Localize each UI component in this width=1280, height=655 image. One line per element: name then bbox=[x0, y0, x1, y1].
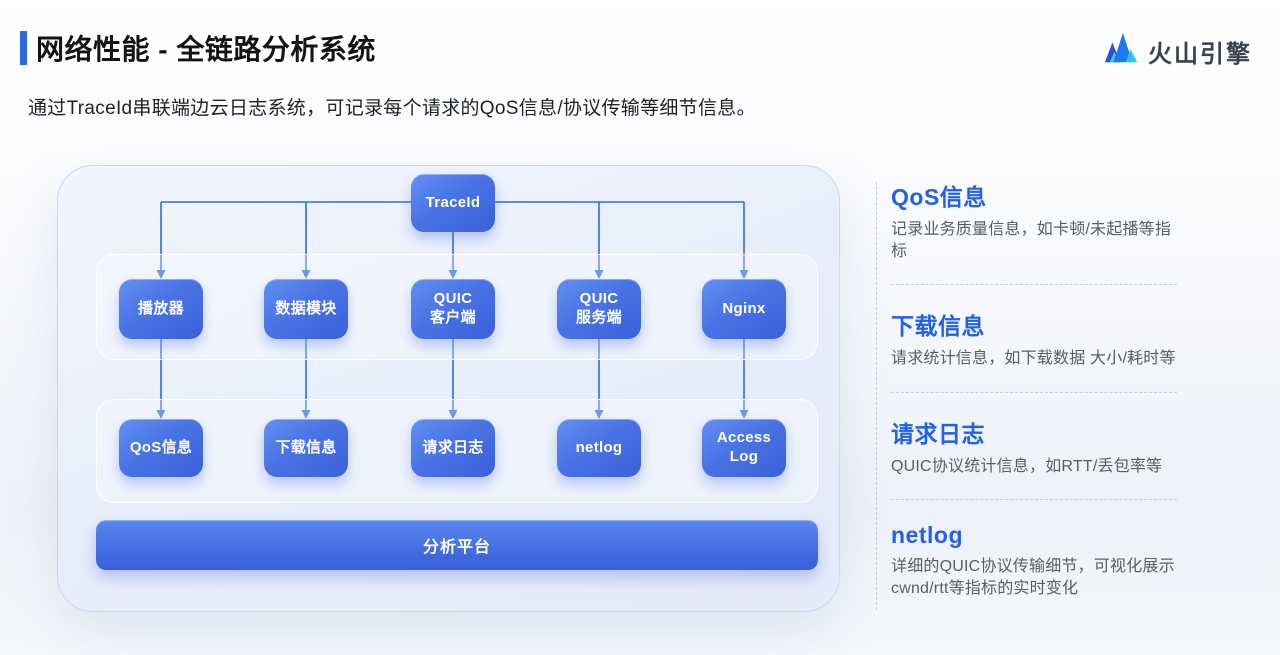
page-subtitle: 通过TraceId串联端边云日志系统，可记录每个请求的QoS信息/协议传输等细节… bbox=[28, 98, 756, 119]
node-nginx: Nginx bbox=[702, 279, 786, 339]
mountains-icon bbox=[1102, 30, 1140, 73]
legend-title: QoS信息 bbox=[891, 184, 987, 210]
node-netlog: netlog bbox=[557, 419, 641, 477]
node-download-info: 下载信息 bbox=[264, 419, 348, 477]
legend-section-request-log: 请求日志 QUIC协议统计信息，如RTT/丢包率等 bbox=[891, 415, 1177, 501]
node-access-log: Access Log bbox=[702, 419, 786, 477]
analysis-platform-bar: 分析平台 bbox=[96, 520, 818, 570]
node-qos-info: QoS信息 bbox=[119, 419, 203, 477]
title-accent-bar bbox=[20, 31, 27, 65]
node-player: 播放器 bbox=[119, 279, 203, 339]
legend-section-download: 下载信息 请求统计信息，如下载数据 大小/耗时等 bbox=[891, 307, 1177, 393]
legend-desc: QUIC协议统计信息，如RTT/丢包率等 bbox=[891, 457, 1163, 475]
brand-name: 火山引擎 bbox=[1148, 41, 1252, 68]
legend-desc: 请求统计信息，如下载数据 大小/耗时等 bbox=[891, 350, 1176, 368]
node-quic-server: QUIC 服务端 bbox=[557, 279, 641, 339]
legend-title: 请求日志 bbox=[891, 420, 985, 447]
node-request-log: 请求日志 bbox=[411, 419, 495, 477]
node-data-module: 数据模块 bbox=[264, 279, 348, 339]
legend-title: 下载信息 bbox=[891, 313, 985, 340]
legend-desc: 记录业务质量信息，如卡顿/未起播等指标 bbox=[891, 221, 1172, 260]
legend-title: netlog bbox=[891, 522, 963, 549]
legend-section-qos: QoS信息 记录业务质量信息，如卡顿/未起播等指标 bbox=[891, 178, 1177, 286]
legend-section-netlog: netlog 详细的QUIC协议传输细节，可视化展示cwnd/rtt等指标的实时… bbox=[891, 522, 1177, 621]
node-traceid: TraceId bbox=[411, 174, 495, 232]
header: 网络性能 - 全链路分析系统 bbox=[20, 28, 376, 68]
vertical-dashed-divider bbox=[876, 182, 877, 610]
node-quic-client: QUIC 客户端 bbox=[411, 279, 495, 339]
architecture-diagram: TraceId 播放器 数据模块 QUIC 客户端 QUIC 服务端 Nginx… bbox=[57, 165, 840, 612]
legend-panel: QoS信息 记录业务质量信息，如卡顿/未起播等指标 下载信息 请求统计信息，如下… bbox=[891, 178, 1177, 644]
brand-logo: 火山引擎 bbox=[1102, 30, 1252, 73]
page-title: 网络性能 - 全链路分析系统 bbox=[36, 34, 376, 65]
legend-desc: 详细的QUIC协议传输细节，可视化展示cwnd/rtt等指标的实时变化 bbox=[891, 558, 1175, 597]
